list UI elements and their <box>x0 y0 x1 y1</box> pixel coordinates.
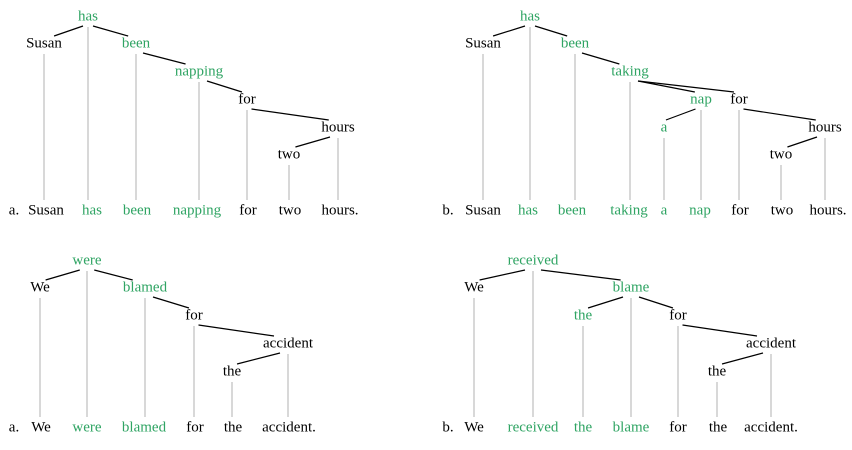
dependency-edge <box>637 80 695 93</box>
dependency-edge <box>92 25 129 37</box>
tree-node-blamed: blamed <box>122 279 168 296</box>
dependency-edge <box>743 108 816 121</box>
sentence-item-label: a. <box>8 419 20 436</box>
sentence-word: two <box>770 202 794 219</box>
sentence-word: has <box>518 202 538 219</box>
dependency-edge <box>295 136 331 148</box>
sentence-word: We <box>31 419 51 436</box>
tree-node-the: the <box>707 363 727 380</box>
tree-node-we: We <box>30 279 50 296</box>
dependency-edge <box>534 25 568 37</box>
sentence-item-label: a. <box>8 202 20 219</box>
sentence-word: the <box>223 419 243 436</box>
tree-node-a: a <box>660 119 668 136</box>
sentence-word: accident. <box>262 419 316 436</box>
tree-node-the: the <box>222 363 242 380</box>
dependency-edge <box>540 269 621 281</box>
sentence-word: blamed <box>121 419 167 436</box>
sentence-word: taking <box>610 202 648 219</box>
dependency-edge <box>479 269 526 281</box>
dependency-edge <box>142 52 186 65</box>
tree-node-accident: accident <box>263 335 313 352</box>
tree-node-for: for <box>238 91 256 108</box>
sentence-word: hours. <box>809 202 847 219</box>
sentence-word: the <box>573 419 593 436</box>
sentence-item-label: b. <box>442 202 454 219</box>
dependency-edge <box>53 25 84 37</box>
sentence-word: hours. <box>321 202 359 219</box>
tree-node-two: two <box>769 146 793 163</box>
dependency-edge <box>637 80 735 93</box>
sentence-word: the <box>708 419 728 436</box>
sentence-word: a <box>660 202 668 219</box>
sentence-word: blame <box>612 419 650 436</box>
dependency-edge <box>581 52 620 65</box>
dependency-edge <box>251 108 329 121</box>
dependency-edge <box>682 324 758 337</box>
tree-node-hours: hours <box>808 119 842 136</box>
sentence-word: for <box>731 202 749 219</box>
sentence-word: Susan <box>28 202 64 219</box>
sentence-word: We <box>464 419 484 436</box>
tree-node-two: two <box>277 146 301 163</box>
sentence-word: nap <box>689 202 711 219</box>
dependency-edge <box>587 296 624 309</box>
sentence-word: accident. <box>744 419 798 436</box>
tree-node-has: has <box>520 8 540 25</box>
tree-node-has: has <box>78 8 98 25</box>
dependency-edge <box>236 352 281 365</box>
sentence-word: been <box>122 202 152 219</box>
sentence-word: for <box>669 419 687 436</box>
tree-node-for: for <box>669 307 687 324</box>
dependency-edge <box>206 80 243 93</box>
sentence-word: Susan <box>465 202 501 219</box>
tree-node-the: the <box>573 307 593 324</box>
tree-node-were: were <box>72 252 102 269</box>
sentence-word: were <box>72 419 102 436</box>
tree-node-been: been <box>121 35 151 52</box>
tree-node-blame: blame <box>612 279 650 296</box>
sentence-item-label: b. <box>442 419 454 436</box>
tree-node-susan: Susan <box>26 35 62 52</box>
tree-node-susan: Susan <box>465 35 501 52</box>
dependency-edge <box>721 352 764 365</box>
tree-node-napping: napping <box>174 63 224 80</box>
dependency-edge <box>638 296 674 309</box>
tree-node-we: We <box>464 279 484 296</box>
dependency-edge <box>665 108 696 121</box>
sentence-word: napping <box>172 202 222 219</box>
tree-node-accident: accident <box>746 335 796 352</box>
sentence-word: has <box>82 202 102 219</box>
dependency-edge <box>94 269 133 281</box>
dependency-edge <box>45 269 80 281</box>
sentence-word: for <box>186 419 204 436</box>
tree-node-for: for <box>185 307 203 324</box>
tree-node-for: for <box>730 91 748 108</box>
sentence-word: for <box>239 202 257 219</box>
sentence-word: received <box>507 419 559 436</box>
sentence-word: two <box>278 202 302 219</box>
tree-node-hours: hours <box>321 119 355 136</box>
dependency-edge <box>492 25 526 37</box>
tree-node-received: received <box>507 252 559 269</box>
tree-node-nap: nap <box>690 91 712 108</box>
dependency-edge <box>787 136 818 148</box>
tree-node-taking: taking <box>611 63 649 80</box>
sentence-word: been <box>557 202 587 219</box>
dependency-edge <box>198 324 275 337</box>
dependency-edge <box>152 296 190 309</box>
tree-node-been: been <box>560 35 590 52</box>
